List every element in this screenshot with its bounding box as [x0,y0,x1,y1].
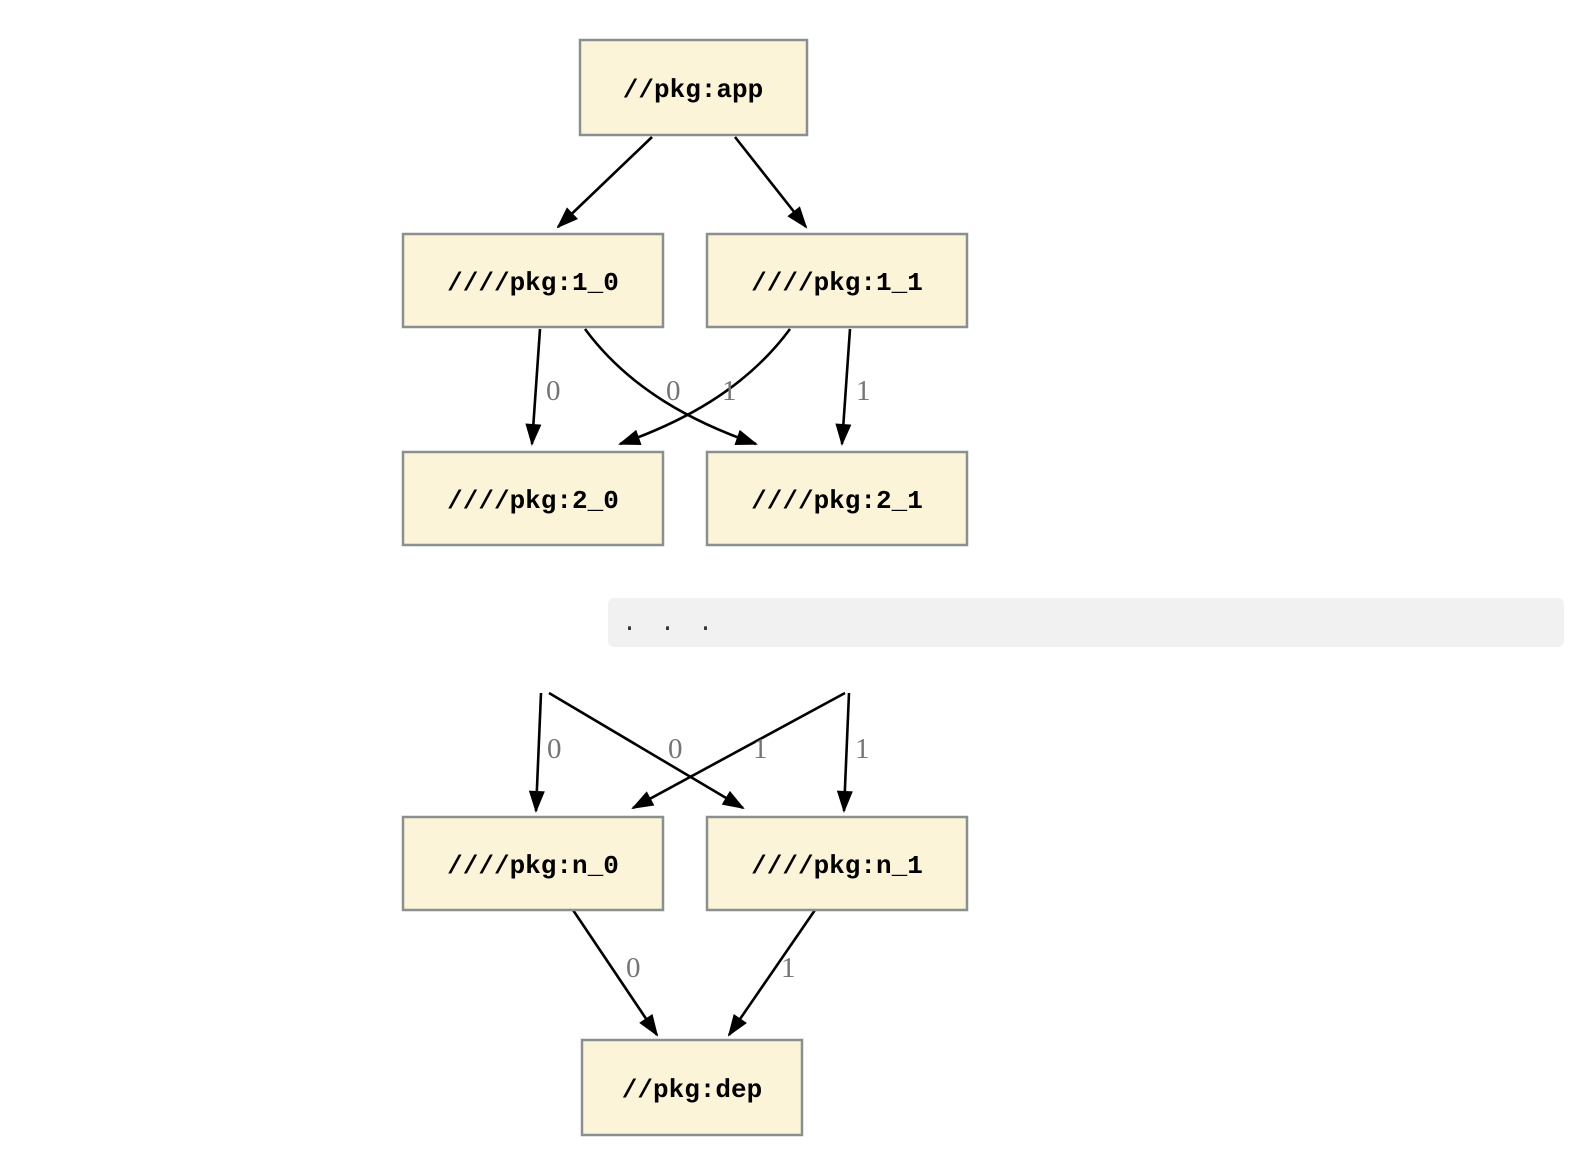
node-pkg-2_0-box [401,450,665,547]
node-pkg-n_0-label: ////pkg:n_0 [447,851,619,881]
node-pkg-1_1-label: ////pkg:1_1 [751,268,923,298]
node-pkg-dep: //pkg:dep [580,1038,804,1137]
node-pkg-app-label: //pkg:app [623,75,763,105]
lower-dependency-graph: 0 0 1 1 0 1 ////pkg:n_0 ////pkg:n_1 //pk… [401,691,969,1137]
edge-prev-to-n_1-direct [836,692,853,813]
edge-app-to-1_0 [556,136,653,229]
edge-n_1-to-dep [727,909,817,1037]
edge-label-upper-left-direct: 0 [547,733,562,765]
ellipsis-text: ... [622,609,737,638]
node-pkg-n_0-box [401,815,665,912]
edge-n_0-to-dep [571,909,659,1037]
edge-1_1-to-2_1 [835,328,852,446]
node-pkg-1_1: ////pkg:1_1 [705,232,969,329]
node-pkg-n_1: ////pkg:n_1 [705,815,969,912]
edge-label-1_0-to-2_0: 0 [546,375,561,407]
node-pkg-1_0-box [401,232,665,329]
edge-app-to-1_1 [733,136,808,229]
edge-label-upper-right-cross: 1 [753,733,768,765]
edge-label-1_1-to-2_1: 1 [856,375,871,407]
node-pkg-dep-label: //pkg:dep [622,1075,762,1105]
edge-prev-to-n_1-cross [548,691,745,810]
node-pkg-n_1-box [705,815,969,912]
node-pkg-1_0-label: ////pkg:1_0 [447,268,619,298]
node-pkg-n_0: ////pkg:n_0 [401,815,665,912]
node-pkg-n_1-label: ////pkg:n_1 [751,851,923,881]
node-pkg-1_0: ////pkg:1_0 [401,232,665,329]
edge-1_0-to-2_1 [583,328,758,446]
edge-label-upper-right-direct: 1 [855,733,870,765]
node-pkg-2_0-label: ////pkg:2_0 [447,486,619,516]
edge-label-upper-left-cross: 0 [668,733,683,765]
edge-label-n_0-to-dep: 0 [626,952,641,984]
edge-label-n_1-to-dep: 1 [781,952,796,984]
edge-label-1_0-to-2_1: 1 [722,375,737,407]
node-pkg-dep-box [580,1038,804,1137]
edge-1_0-to-2_0 [525,328,542,446]
upper-dependency-graph: 0 0 1 1 //pkg:app ////pkg:1_0 ////pkg:1_… [401,38,969,547]
node-pkg-app: //pkg:app [578,38,809,137]
node-pkg-2_1-box [705,450,969,547]
edge-prev-to-n_0-cross [631,691,846,810]
edge-prev-to-n_0-direct [528,692,545,813]
node-pkg-1_1-box [705,232,969,329]
ellipsis-code-block: ... [608,598,1564,647]
node-pkg-2_0: ////pkg:2_0 [401,450,665,547]
edge-1_1-to-2_0 [618,328,792,446]
edge-label-1_1-to-2_0: 0 [666,375,681,407]
node-pkg-app-box [578,38,809,137]
node-pkg-2_1: ////pkg:2_1 [705,450,969,547]
node-pkg-2_1-label: ////pkg:2_1 [751,486,923,516]
